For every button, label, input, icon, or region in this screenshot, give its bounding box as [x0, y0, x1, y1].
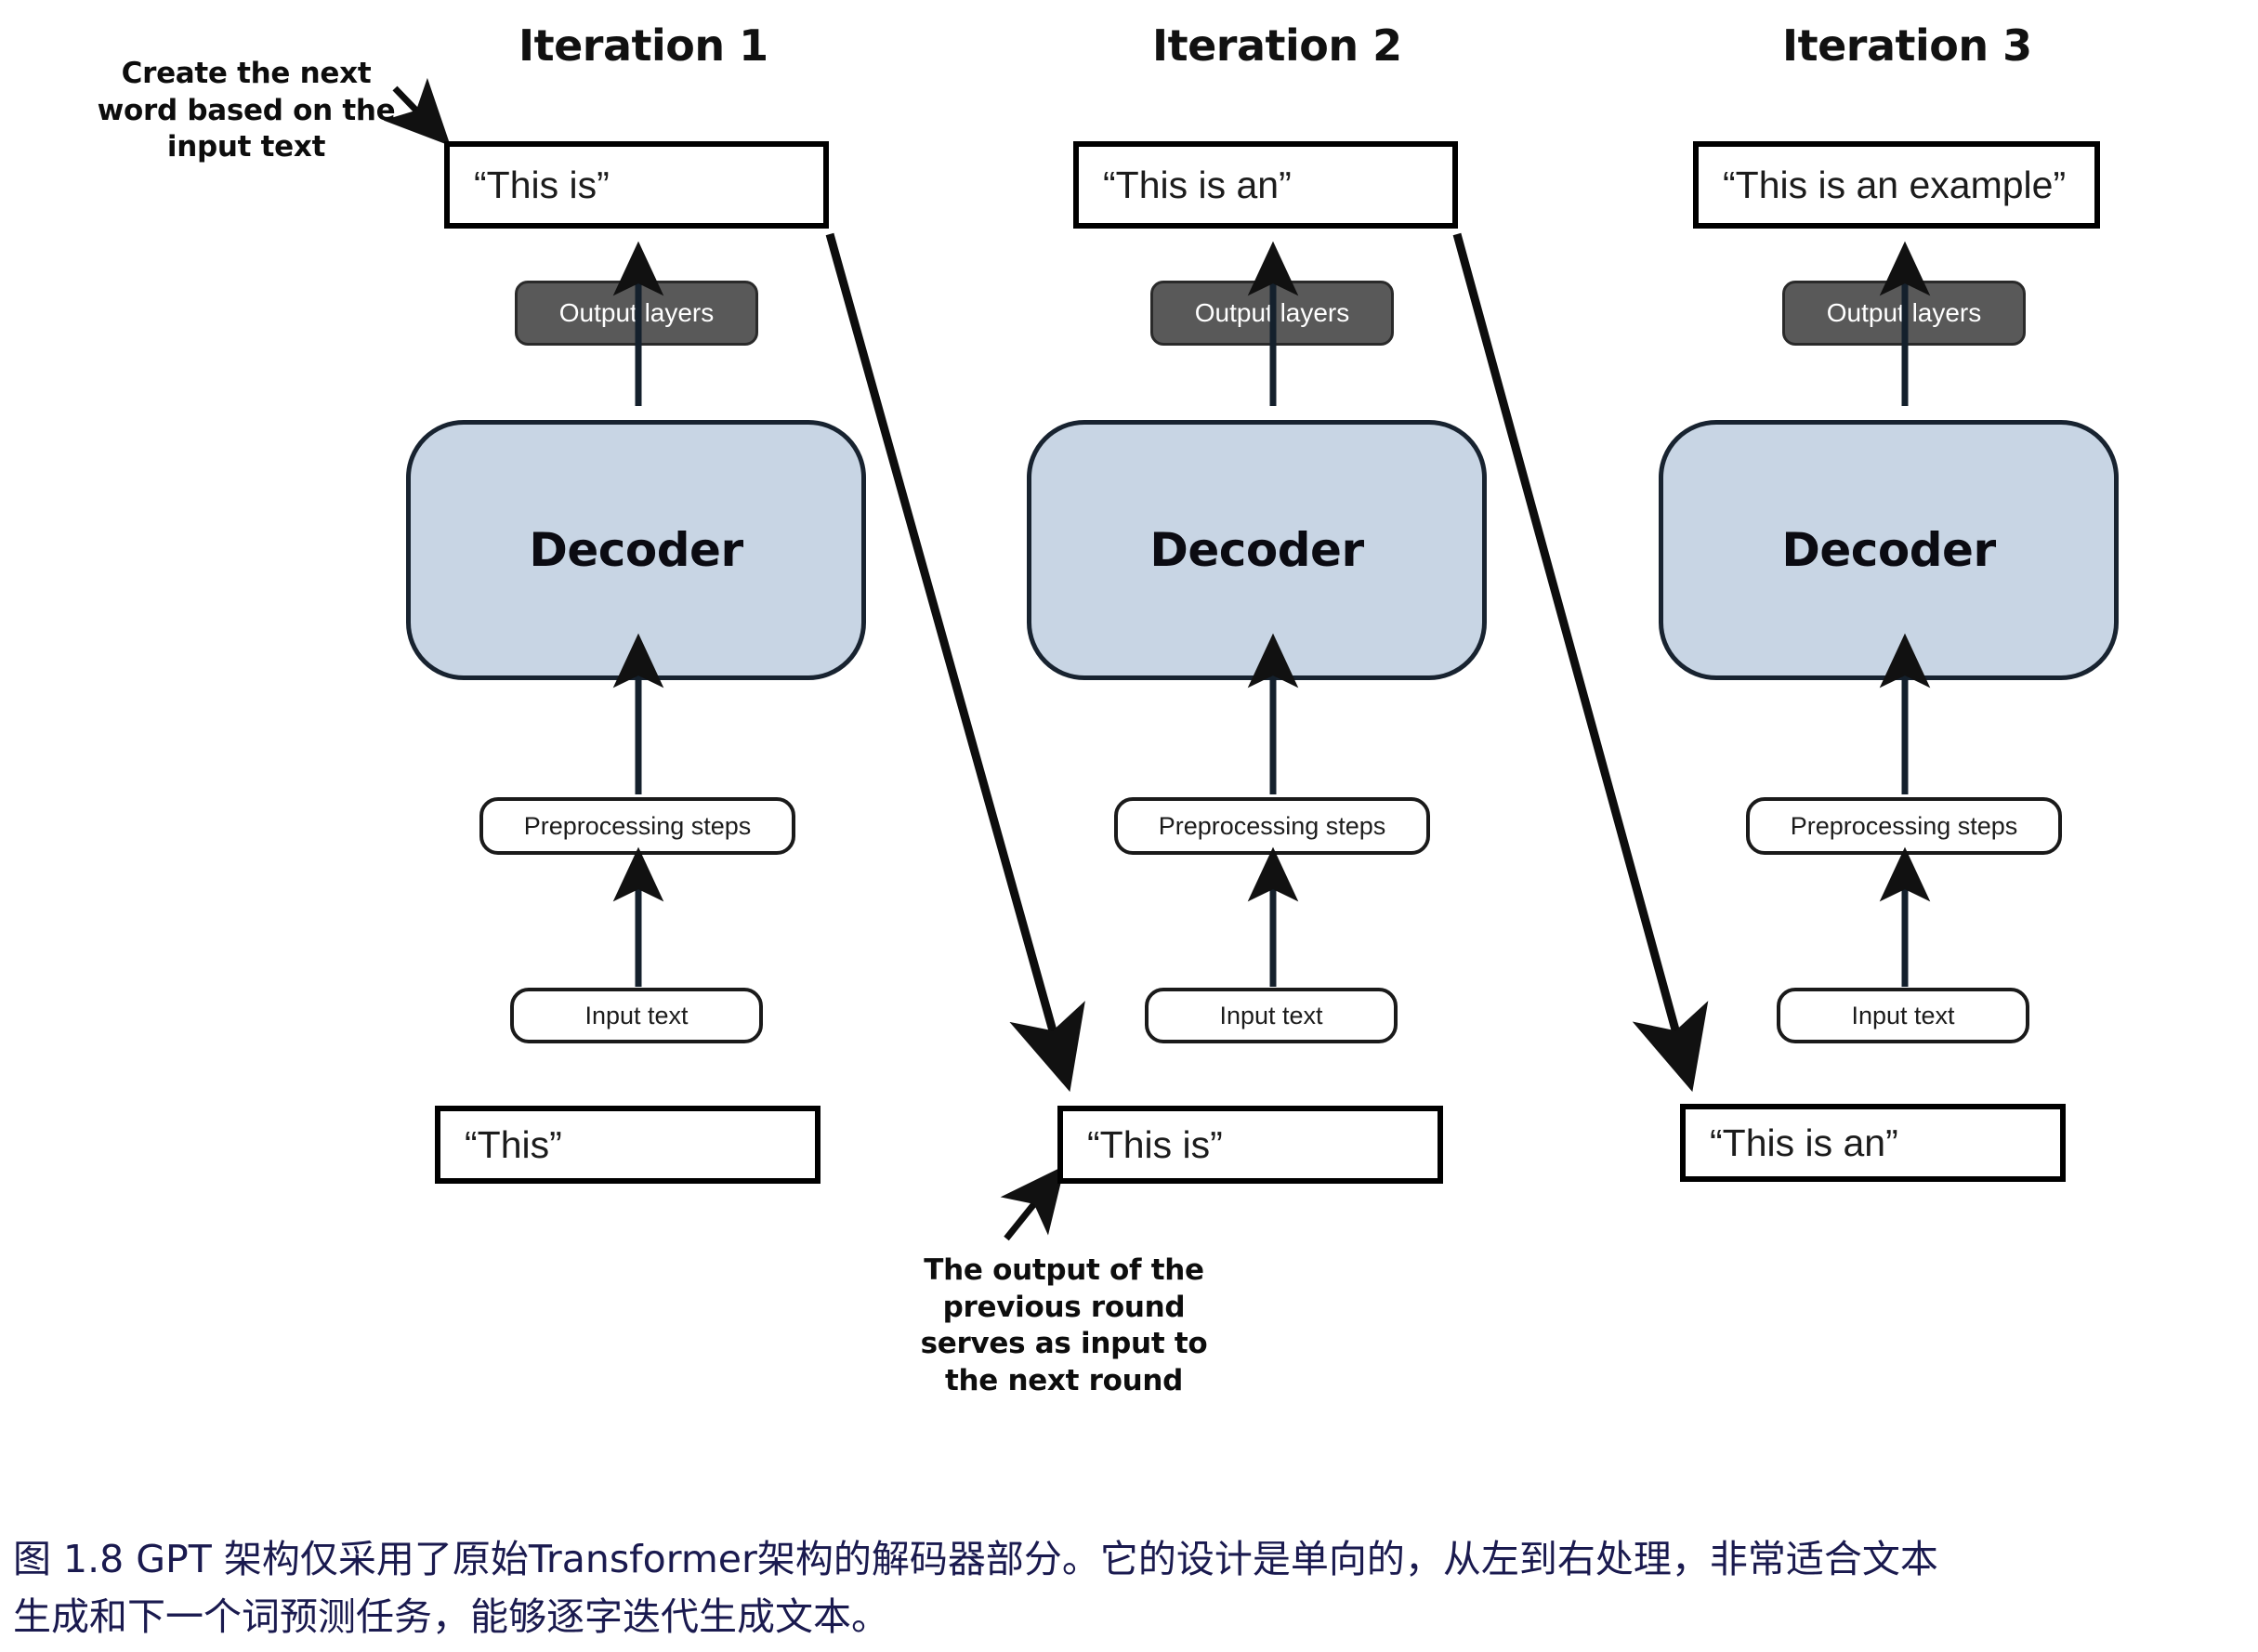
annotation-bottom-line-2: previous round	[942, 1290, 1186, 1324]
annotation-leader-bottom	[1000, 1165, 1066, 1241]
output-text-box-iteration-2: “This is an”	[1073, 141, 1458, 229]
caption-line-2: 生成和下一个词预测任务，能够逐字迭代生成文本。	[13, 1593, 889, 1639]
annotation-top-line-2: word based on the	[97, 93, 396, 127]
output-layers-block-iteration-3: Output layers	[1782, 281, 2026, 346]
decoder-block-iteration-1: Decoder	[406, 420, 866, 680]
annotation-leader-top	[383, 77, 451, 147]
preprocessing-steps-block-iteration-3: Preprocessing steps	[1746, 797, 2062, 855]
preprocessing-steps-block-iteration-2: Preprocessing steps	[1114, 797, 1430, 855]
annotation-bottom-line-1: The output of the	[924, 1253, 1204, 1287]
annotation-top-line-1: Create the next	[121, 57, 372, 90]
output-layers-block-iteration-2: Output layers	[1150, 281, 1394, 346]
decoder-block-iteration-2: Decoder	[1027, 420, 1487, 680]
input-text-block-iteration-1: Input text	[510, 988, 763, 1043]
input-text-block-iteration-2: Input text	[1145, 988, 1398, 1043]
preprocessing-steps-block-iteration-1: Preprocessing steps	[479, 797, 795, 855]
column-title-iteration-3: Iteration 3	[1782, 20, 2032, 71]
decoder-block-iteration-3: Decoder	[1659, 420, 2119, 680]
annotation-create-next-word: Create the next word based on the input …	[93, 56, 400, 166]
column-title-iteration-1: Iteration 1	[519, 20, 768, 71]
annotation-bottom-line-3: serves as input to	[920, 1327, 1208, 1361]
output-text-box-iteration-3: “This is an example”	[1693, 141, 2100, 229]
input-text-box-iteration-3: “This is an”	[1680, 1104, 2066, 1182]
input-text-box-iteration-1: “This”	[435, 1106, 820, 1184]
output-text-box-iteration-1: “This is”	[444, 141, 829, 229]
annotation-bottom-line-4: the next round	[944, 1364, 1184, 1398]
column-title-iteration-2: Iteration 2	[1152, 20, 1402, 71]
arrow-iteration2-output-to-iteration3-input	[1452, 232, 1709, 1093]
annotation-output-feeds-next-round: The output of the previous round serves …	[906, 1252, 1222, 1400]
input-text-box-iteration-2: “This is”	[1057, 1106, 1443, 1184]
arrow-iteration1-output-to-iteration2-input	[825, 232, 1085, 1093]
input-text-block-iteration-3: Input text	[1777, 988, 2029, 1043]
output-layers-block-iteration-1: Output layers	[515, 281, 758, 346]
figure-caption: 图 1.8 GPT 架构仅采用了原始Transformer架构的解码器部分。它的…	[13, 1531, 2243, 1645]
caption-line-1: 图 1.8 GPT 架构仅采用了原始Transformer架构的解码器部分。它的…	[13, 1537, 1938, 1581]
annotation-top-line-3: input text	[166, 130, 326, 164]
